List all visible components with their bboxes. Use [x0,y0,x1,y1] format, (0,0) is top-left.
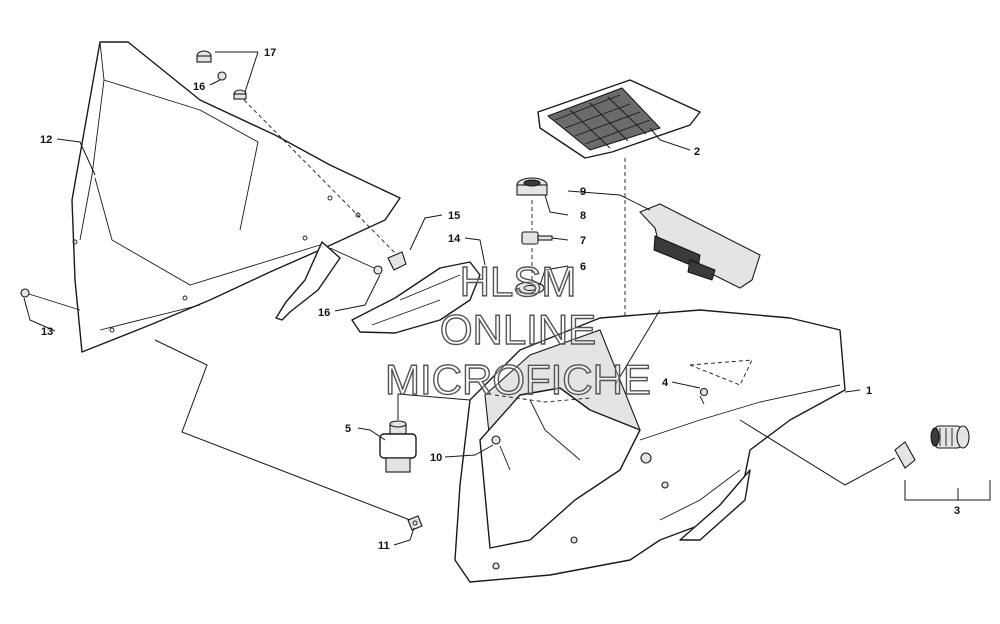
watermark-line-2: ONLINE [440,306,596,353]
callout-7: 7 [580,235,586,247]
rivet-part-11 [407,515,423,531]
callout-2: 2 [694,146,700,158]
callout-6: 6 [580,261,586,273]
hood-part-1 [454,309,846,583]
callout-16-lower: 16 [318,307,330,319]
callout-10: 10 [430,452,442,464]
screw-part-4 [699,387,709,405]
callout-15: 15 [448,210,460,222]
bracket-part-3 [904,480,991,501]
callout-1: 1 [866,385,872,397]
storage-tray-part-2 [537,79,701,159]
callout-13: 13 [41,326,53,338]
module-part-9 [639,203,761,289]
nut-part-6 [515,281,545,295]
ignition-cap-part-8 [516,177,548,196]
assembly-line-rivet-11 [154,339,411,521]
socket-part-3 [894,425,970,469]
deflector-part-14 [351,261,481,334]
assembly-line-socket [739,419,896,486]
screw-part-16-upper [217,71,227,81]
callout-4: 4 [662,377,669,389]
watermark: HLSM ONLINE MICROFICHE [384,257,651,403]
rivet-part-13 [20,288,81,311]
windshield-bracket [275,241,341,321]
callout-8: 8 [580,210,586,222]
windshield-part-12 [71,41,401,353]
screw-part-10 [491,435,511,471]
assembly-line-hood [494,394,591,403]
assembly-line-module [614,309,661,386]
grommet-part-17-upper [196,50,212,63]
watermark-line-1: HLSM [460,258,577,305]
callout-12: 12 [40,134,52,146]
well-nut-part-15 [387,251,407,271]
leader-lines [23,51,959,546]
key-part-7 [521,231,553,245]
switch-part-5 [379,420,417,473]
callout-17: 17 [264,47,276,59]
callout-labels: 1 2 3 4 5 6 7 8 9 10 11 12 13 14 15 16 1… [40,47,960,552]
callout-11: 11 [378,540,390,552]
screw-part-16-lower [329,247,383,275]
assembly-line-switch-hood [397,393,471,401]
callout-3: 3 [954,505,960,517]
watermark-line-3: MICROFICHE [385,356,651,403]
callout-9: 9 [580,186,586,198]
callout-16-upper: 16 [193,81,205,93]
callout-14: 14 [448,233,461,245]
grommet-part-17-lower [233,89,247,100]
assembly-line-upper [243,99,401,259]
callout-5: 5 [345,423,351,435]
